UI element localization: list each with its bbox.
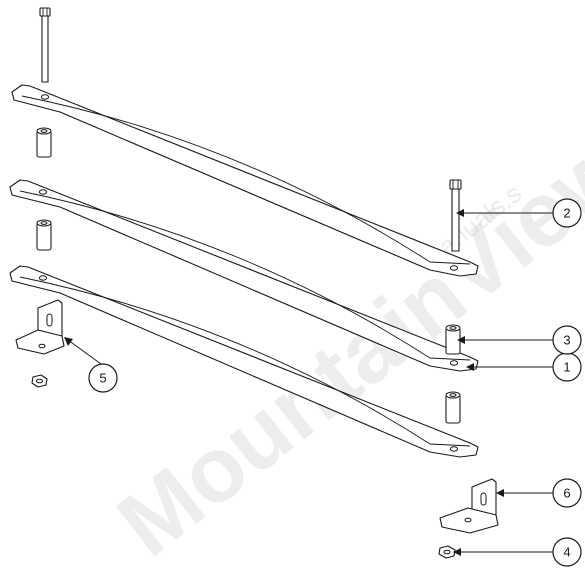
callout-5-circle (88, 363, 118, 393)
callout-2-number: 2 (563, 206, 570, 221)
leaf-spring-bottom (9, 265, 479, 458)
callout-3-circle (552, 325, 582, 355)
callout-4-circle (552, 537, 582, 567)
callout-5: 5 (64, 337, 118, 393)
left-hex-nut (31, 374, 48, 388)
callout-6-circle (552, 478, 582, 508)
watermark: MountainView manuals.s (100, 115, 585, 569)
spacer-right-lower (445, 391, 461, 424)
top-bolt (39, 7, 51, 83)
callout-6-number: 6 (563, 486, 570, 501)
right-bracket (439, 478, 499, 534)
callout-3-number: 3 (563, 333, 570, 348)
callout-4: 4 (453, 537, 582, 567)
callout-1-number: 1 (563, 360, 570, 375)
right-bolt (449, 179, 462, 252)
leaf-spring-middle (9, 179, 479, 372)
callout-4-number: 4 (563, 545, 570, 560)
right-hex-nut (438, 545, 456, 559)
leaf-spring-top (11, 84, 479, 277)
callout-2: 2 (456, 198, 582, 228)
spacer-left-lower (36, 219, 52, 251)
callout-5-number: 5 (99, 371, 106, 386)
left-bracket (15, 299, 65, 355)
callout-2-circle (552, 198, 582, 228)
callout-3: 3 (457, 325, 582, 355)
spacer-right-upper (445, 324, 461, 355)
callout-6: 6 (496, 478, 582, 508)
callout-1: 1 (466, 352, 582, 382)
spacer-left-upper (36, 127, 52, 158)
